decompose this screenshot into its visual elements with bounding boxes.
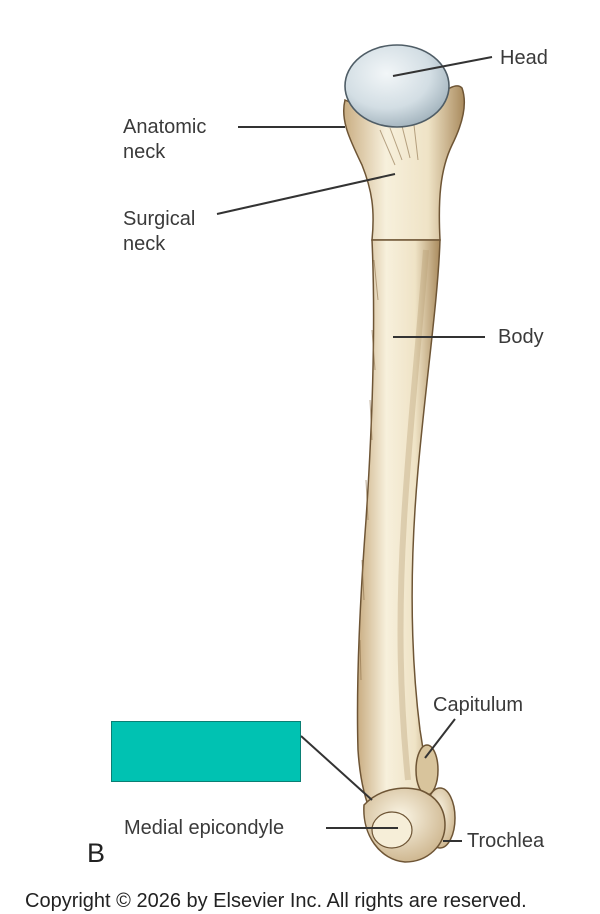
shaft-shading bbox=[397, 249, 429, 781]
humeral-head bbox=[344, 44, 450, 128]
leader-head bbox=[392, 56, 493, 77]
leader-surgical-neck bbox=[216, 173, 396, 215]
leader-capitulum bbox=[424, 718, 456, 759]
label-body: Body bbox=[498, 326, 544, 348]
label-capitulum: Capitulum bbox=[433, 694, 524, 716]
label-medial-epicondyle: Medial epicondyle bbox=[124, 817, 285, 839]
leader-lines bbox=[216, 56, 493, 842]
shaft-hatching bbox=[359, 124, 419, 681]
label-head: Head bbox=[500, 47, 548, 69]
medial-epicondyle-shape bbox=[371, 811, 413, 849]
leader-answer-box bbox=[300, 735, 373, 801]
capitulum-shape bbox=[415, 744, 439, 796]
label-surgical-neck: Surgical neck bbox=[123, 208, 196, 255]
panel-letter: B bbox=[87, 838, 106, 868]
label-anatomic-neck: Anatomic neck bbox=[123, 116, 207, 163]
answer-box[interactable] bbox=[111, 721, 301, 782]
copyright-notice: Copyright © 2026 by Elsevier Inc. All ri… bbox=[25, 890, 527, 912]
label-trochlea: Trochlea bbox=[467, 830, 545, 852]
humerus-shaft bbox=[356, 239, 441, 816]
